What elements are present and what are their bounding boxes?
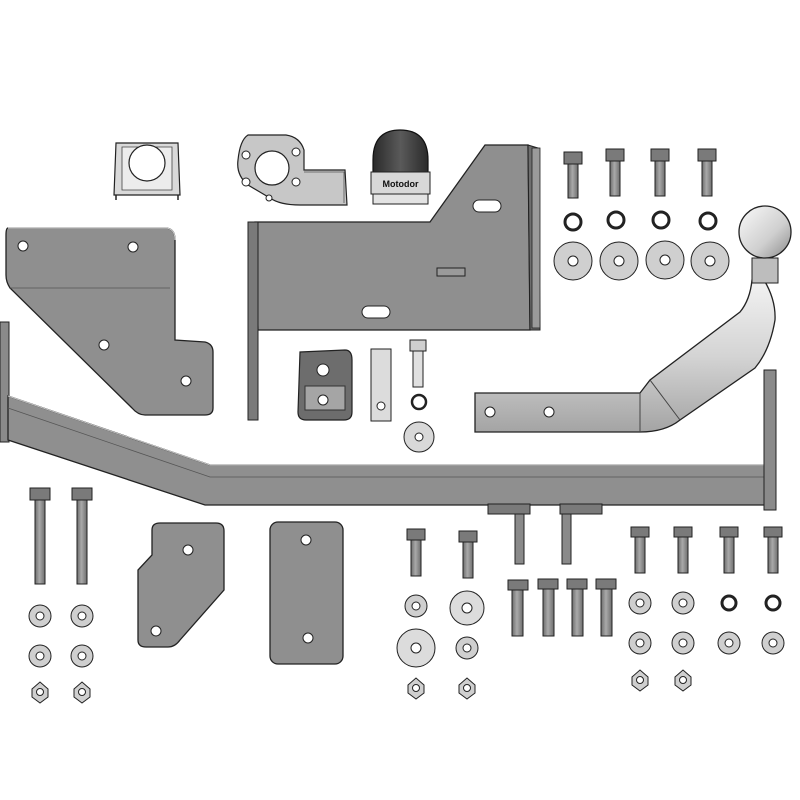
bolt-row-center: [507, 578, 617, 637]
bolt-set-bottom-middle: [396, 528, 485, 700]
bolt-top-3: [650, 148, 670, 197]
square-clamp-block: [297, 349, 353, 421]
bolt-set-top: [553, 148, 730, 281]
socket-mounting-plate: [237, 134, 348, 206]
center-mounting-bracket: [247, 144, 541, 421]
tow-ball-arm: [474, 205, 792, 433]
main-cross-beam: [0, 321, 777, 565]
bolt-top-4: [697, 148, 717, 197]
left-side-bracket: [5, 227, 214, 416]
tow-ball-cap: Motodor: [370, 129, 431, 205]
reinforcement-plate-right: [269, 521, 344, 665]
flat-strip-plate: [370, 348, 392, 422]
bolt-set-bottom-right: [628, 526, 785, 692]
bolt-top-1: [563, 151, 583, 199]
bolt-middle: [403, 339, 435, 453]
flat-washers-top: [553, 240, 730, 281]
bolt-top-2: [605, 148, 625, 197]
cap-logo-text: Motodor: [383, 179, 419, 189]
bolt-set-bottom-left: [28, 487, 94, 704]
clamp-bracket: [113, 142, 181, 200]
reinforcement-plate-left: [137, 522, 225, 648]
